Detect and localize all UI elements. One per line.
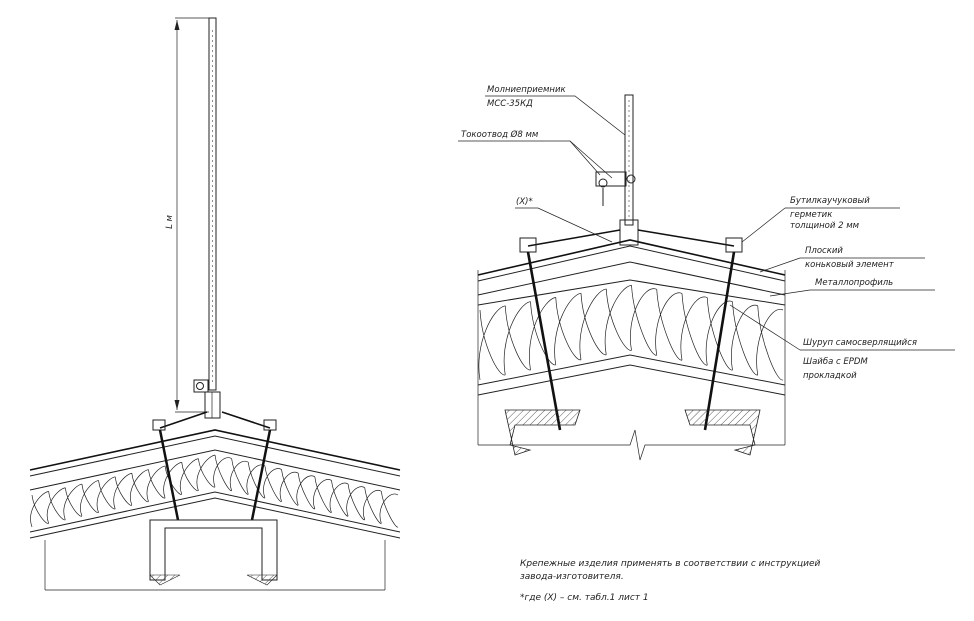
label-ridge-2: коньковый элемент: [805, 260, 895, 270]
label-screw: Шуруп самосверлящийся: [803, 338, 917, 348]
note-line-3: *где (X) – см. табл.1 лист 1: [520, 593, 649, 603]
left-ridge: [29, 429, 401, 477]
left-purlin: [149, 519, 278, 586]
right-conductor-clamp: [595, 171, 636, 206]
label-x-marker: (X)*: [516, 197, 533, 207]
left-dimension-label: L м: [165, 214, 175, 228]
label-ridge-1: Плоский: [805, 246, 843, 256]
left-lightning-rod: [208, 17, 217, 391]
right-braces: [519, 229, 743, 253]
right-view: Молниеприемник МСС-35КД Токоотвод Ø8 мм …: [458, 85, 955, 461]
right-insulation-panel: [477, 279, 786, 396]
left-clamp: [193, 379, 221, 419]
label-metal-profile: Металлопрофиль: [815, 278, 893, 288]
note-line-1: Крепежные изделия применять в соответств…: [520, 559, 821, 569]
left-view: L м: [29, 17, 401, 591]
notes: Крепежные изделия применять в соответств…: [520, 559, 821, 603]
right-purlin: [504, 409, 761, 456]
right-lightning-rod: [619, 94, 639, 246]
left-lower-beam: [44, 540, 386, 591]
right-labels: Молниеприемник МСС-35КД Токоотвод Ø8 мм …: [461, 85, 917, 381]
left-screws: [158, 429, 272, 521]
right-break-line: [477, 270, 786, 461]
note-line-2: завода-изготовителя.: [520, 572, 624, 582]
left-dimension-line: L м: [165, 17, 209, 413]
label-down-conductor: Токоотвод Ø8 мм: [461, 129, 539, 140]
left-insulation-wave: [30, 454, 399, 528]
label-lightning-receiver-1: Молниеприемник: [487, 85, 566, 95]
label-sealant-3: толщиной 2 мм: [790, 221, 860, 231]
label-sealant-1: Бутилкаучуковый: [790, 196, 870, 206]
right-leader-lines: [458, 95, 955, 351]
label-lightning-receiver-2: МСС-35КД: [487, 99, 533, 109]
label-washer-2: прокладкой: [803, 371, 857, 381]
left-braces: [152, 411, 277, 431]
left-insulation-panel: [29, 449, 401, 539]
label-sealant-2: герметик: [790, 210, 833, 220]
label-washer-1: Шайба с EPDM: [803, 357, 868, 367]
right-screws: [526, 251, 736, 431]
right-insulation-wave: [478, 284, 784, 381]
